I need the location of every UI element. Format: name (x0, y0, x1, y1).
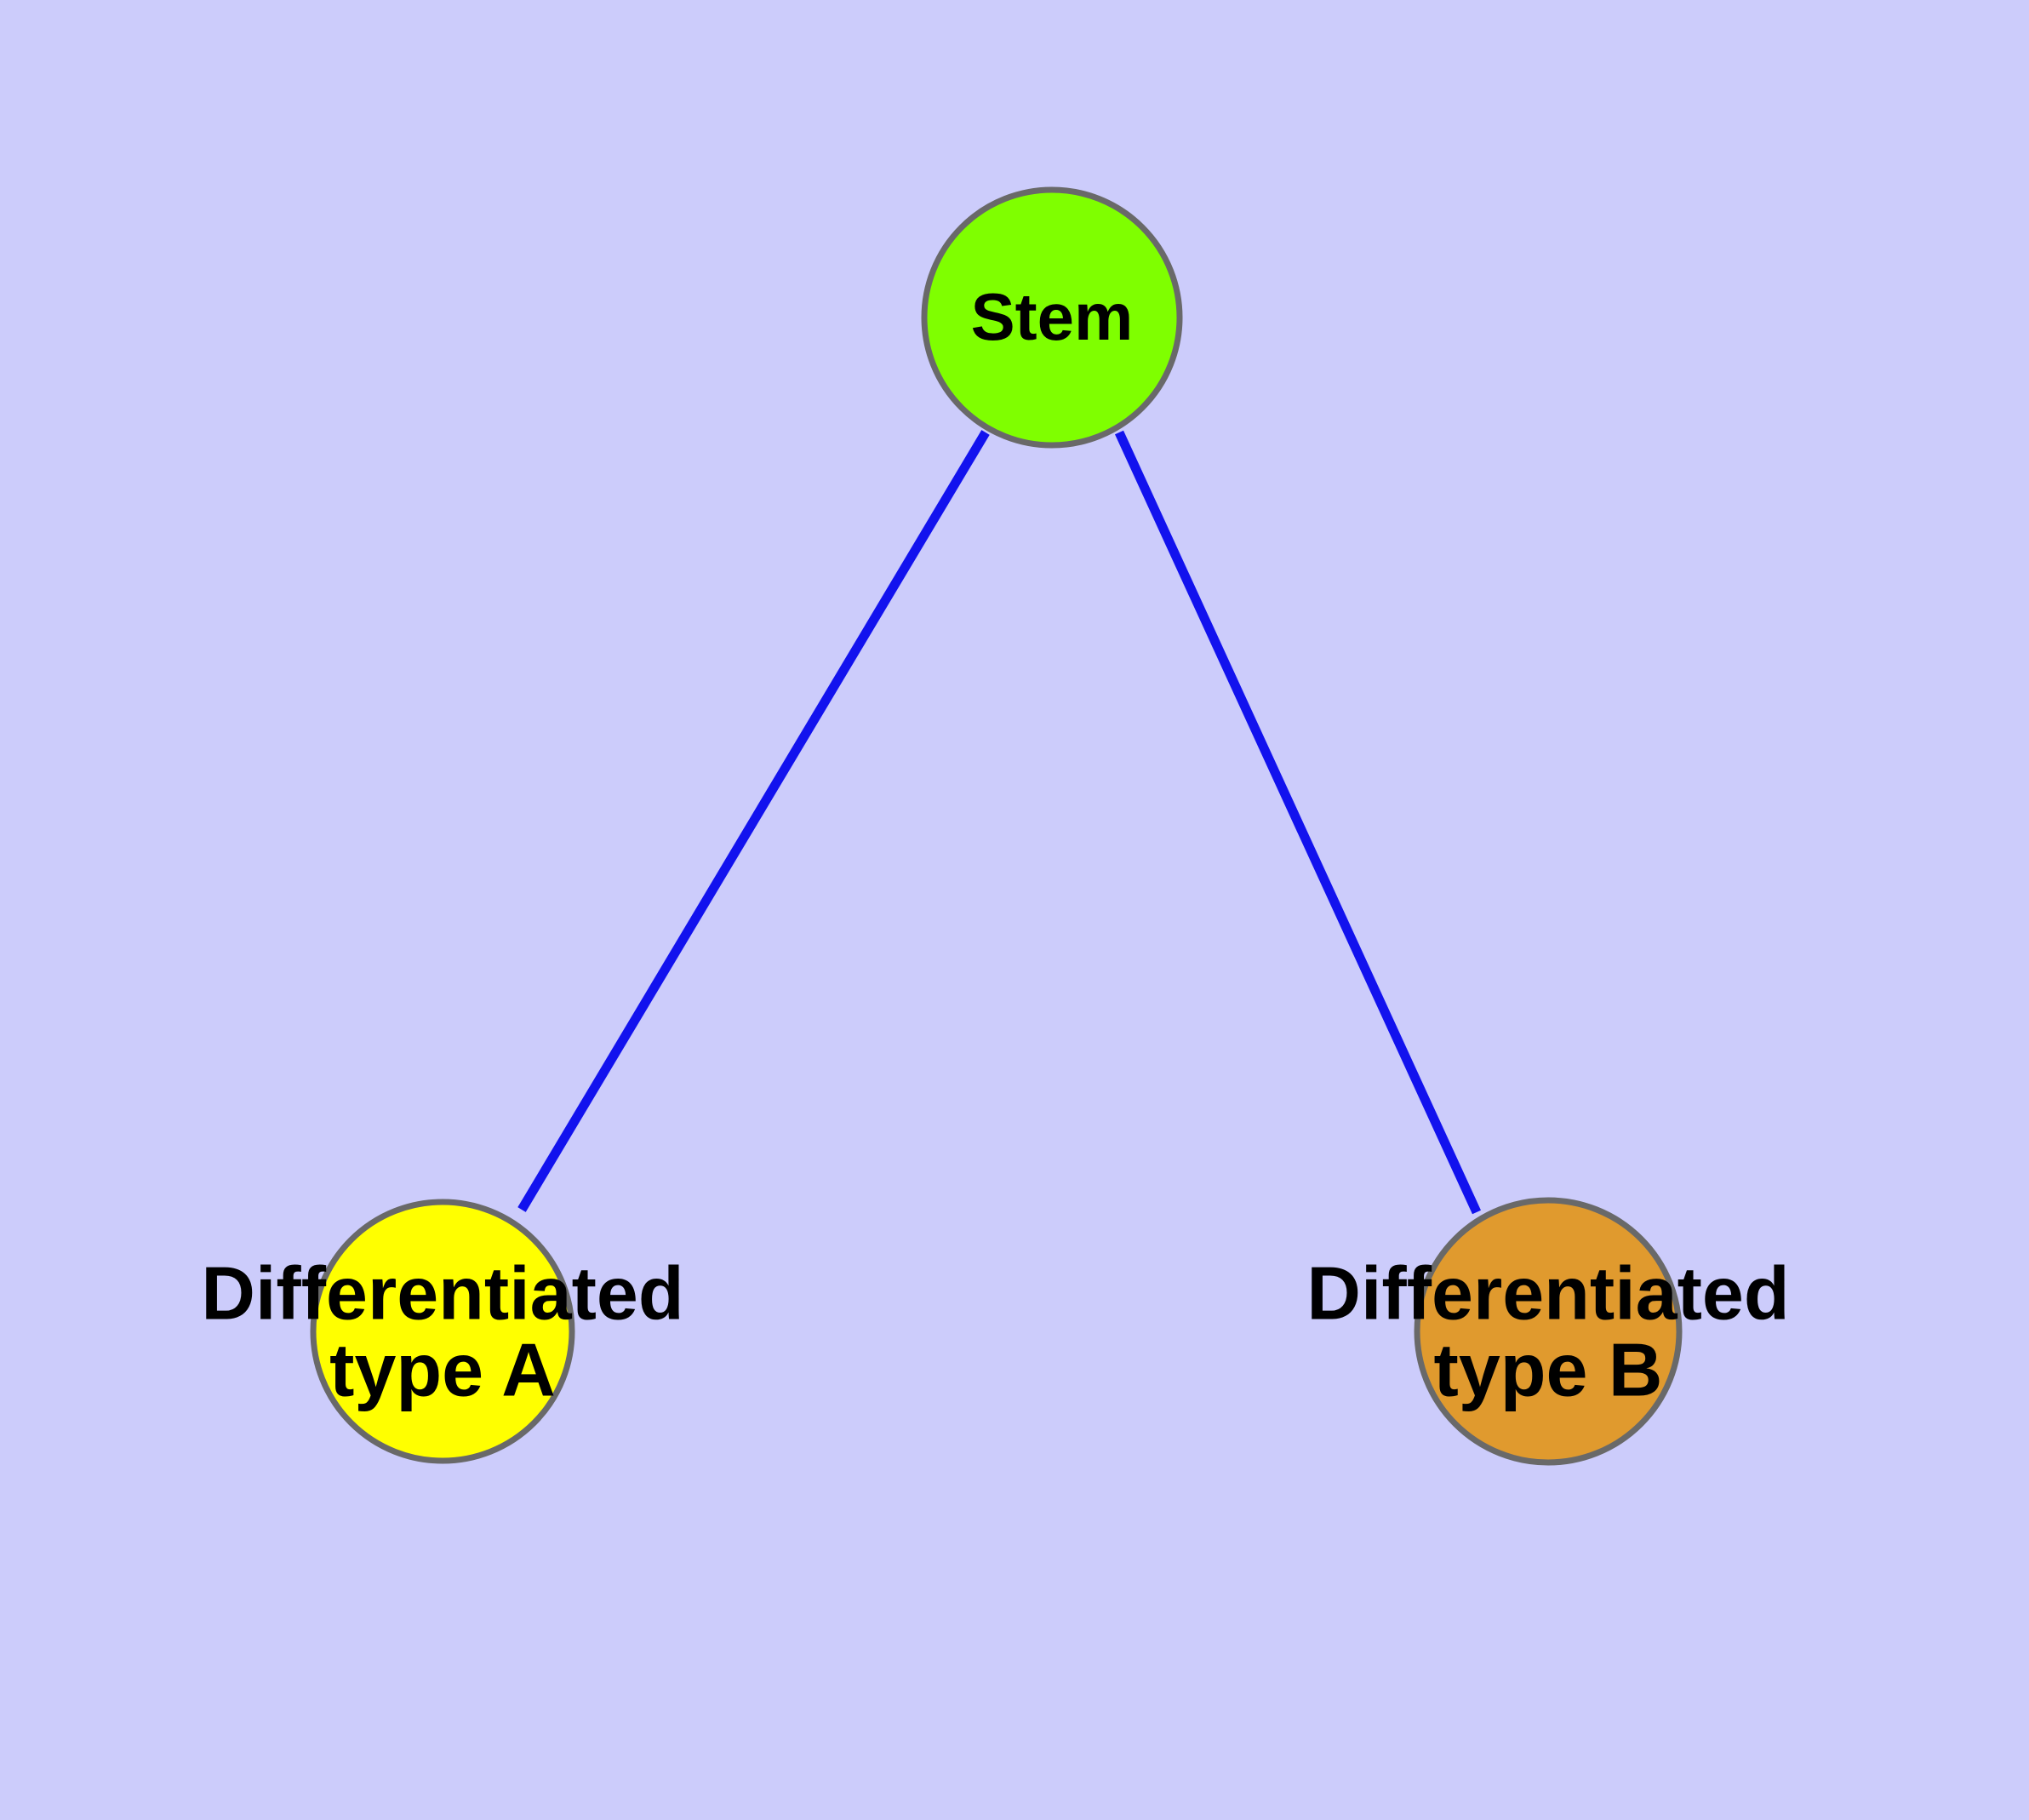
edge-stem-to-differentiated-type-a[interactable] (517, 430, 990, 1212)
edge-stem-to-differentiated-type-b[interactable] (1115, 430, 1481, 1215)
node-differentiated-type-b[interactable] (1414, 1197, 1683, 1466)
edge-layer (517, 430, 1481, 1215)
node-differentiated-type-a[interactable] (310, 1199, 575, 1464)
node-layer (310, 186, 1683, 1466)
node-stem[interactable] (921, 186, 1183, 449)
